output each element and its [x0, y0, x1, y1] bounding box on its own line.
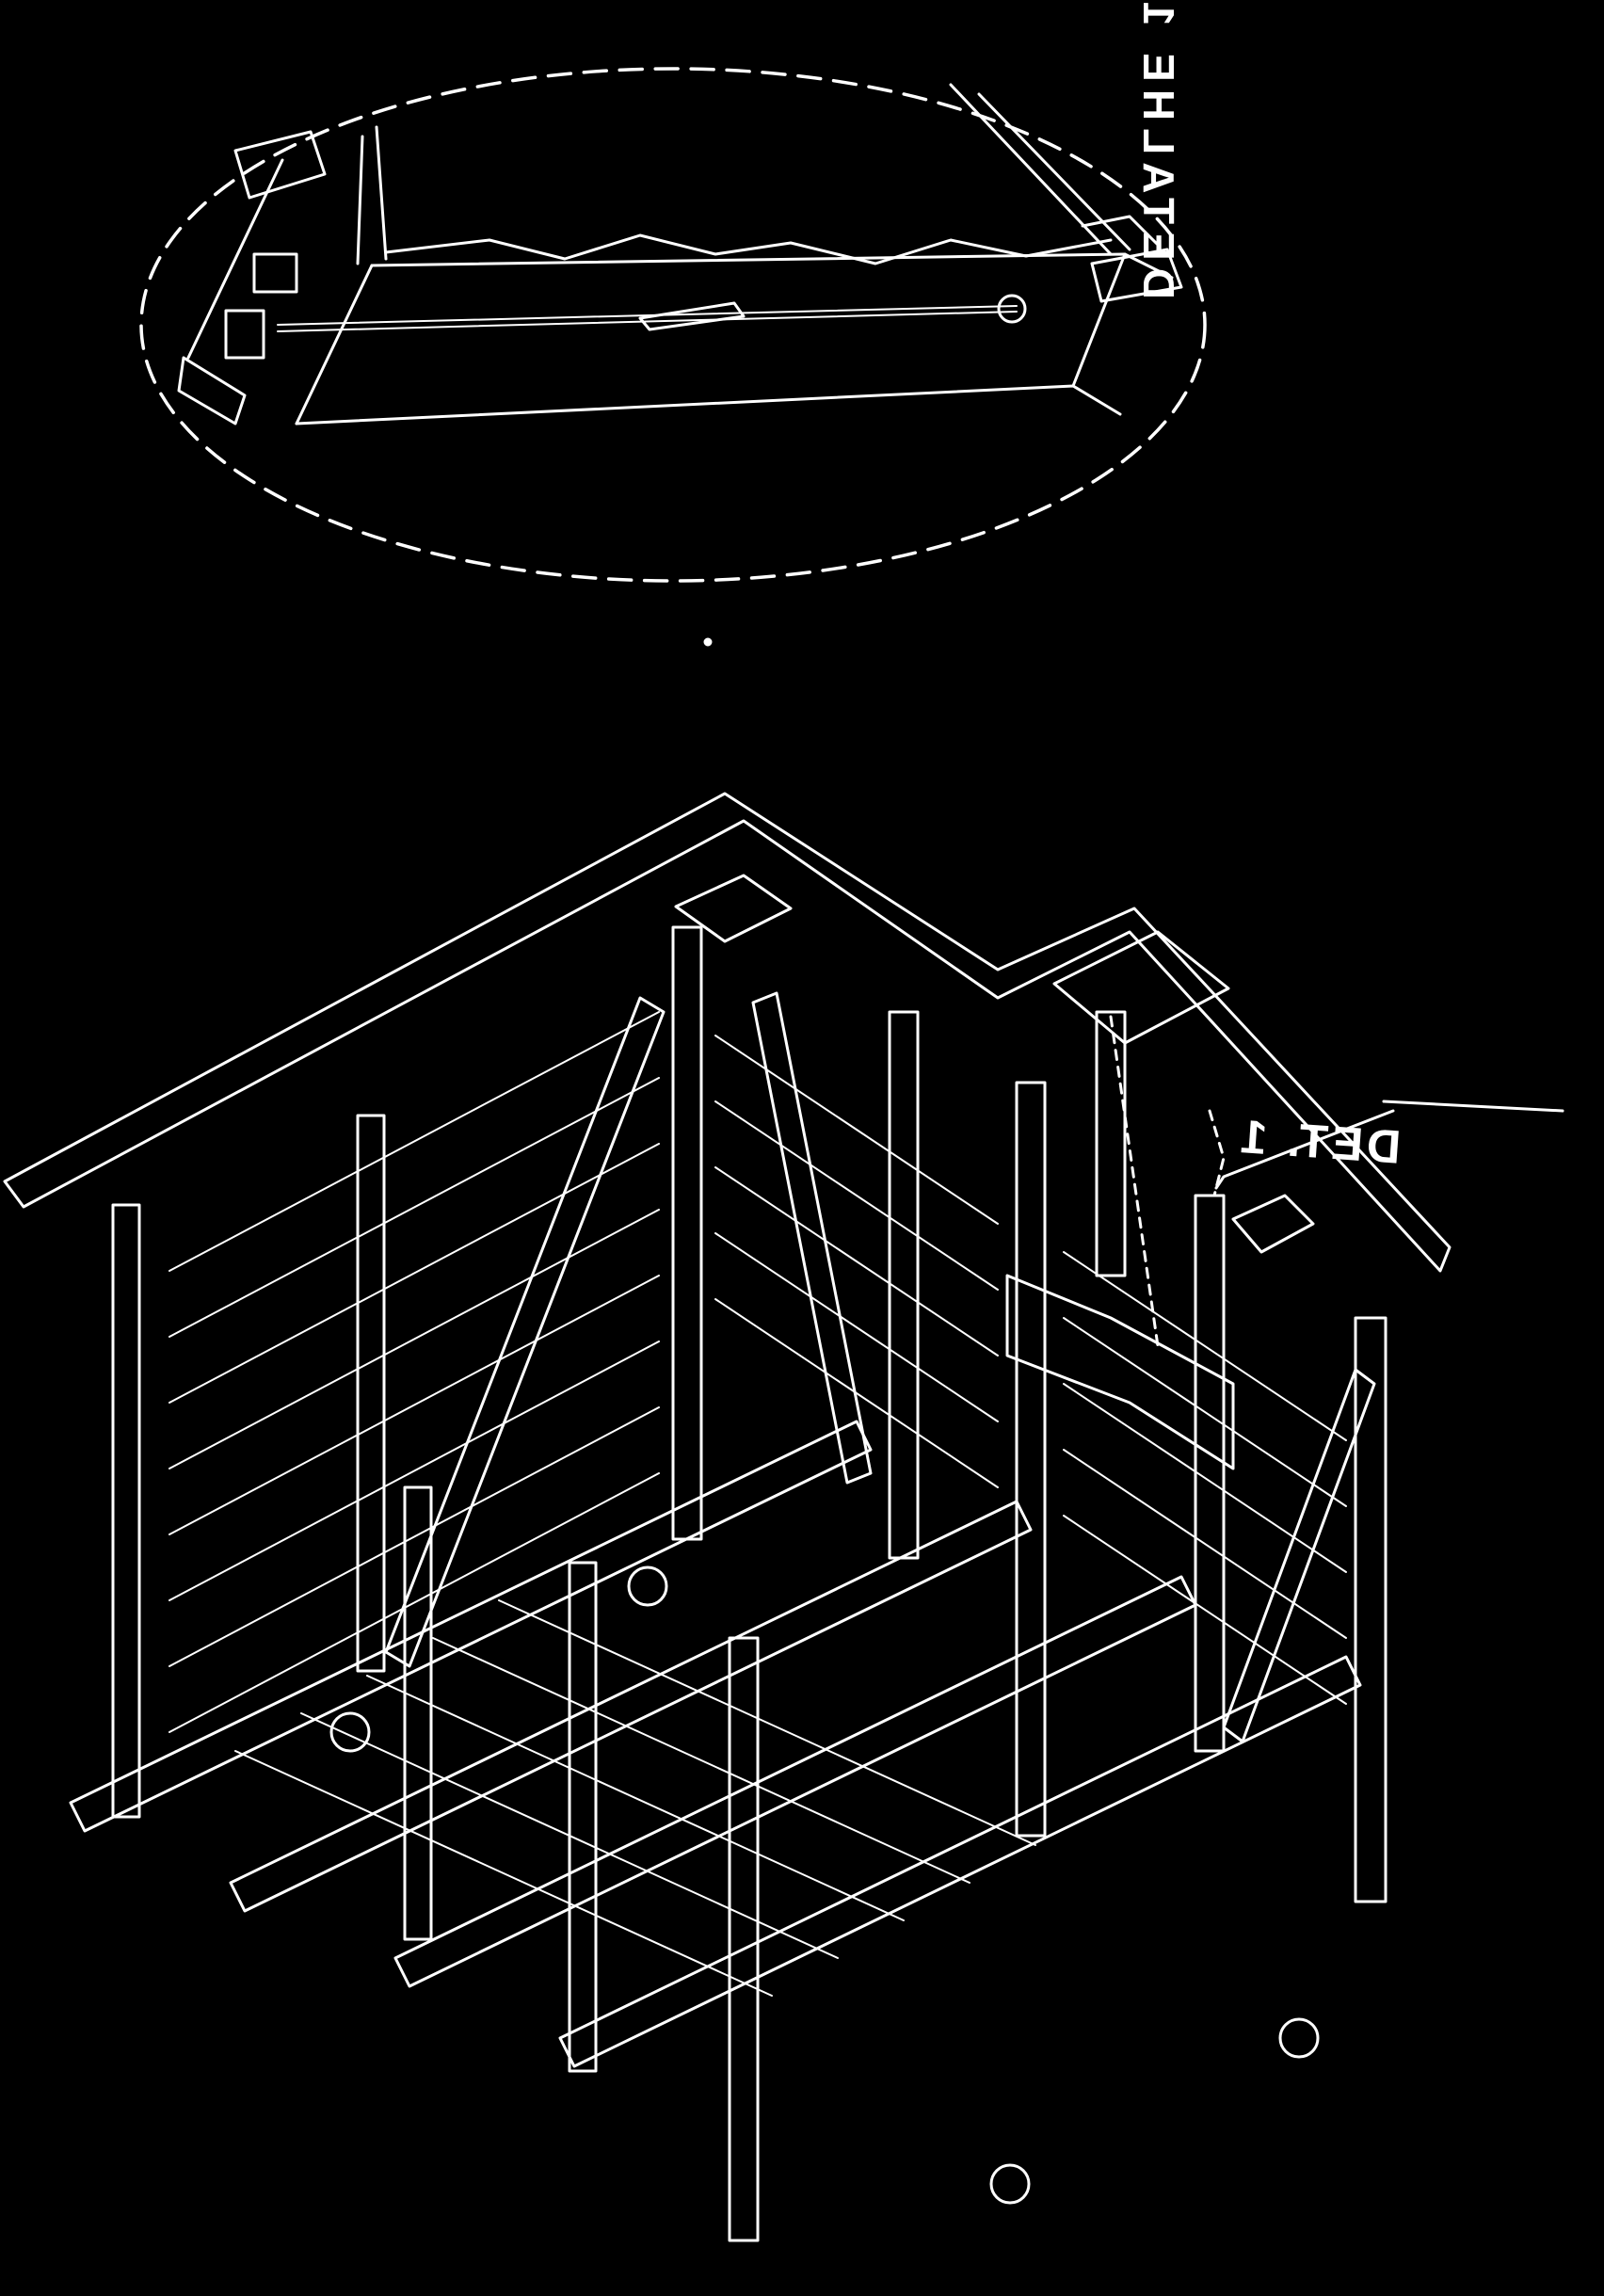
detail-beam-lower [295, 384, 1122, 425]
detail-callout-label: DET. 1 [1235, 1109, 1403, 1174]
detail-inset [139, 67, 1207, 583]
detail-bracket-right [949, 83, 1183, 324]
vertical-posts [111, 925, 1387, 2242]
speck [703, 637, 713, 647]
callout-dashed-arc [1208, 1109, 1226, 1197]
deck-slab [3, 792, 1452, 1273]
caster-wheels [329, 1565, 1320, 2205]
callout-leader [1214, 1109, 1395, 1190]
detail-break-line [384, 233, 1113, 265]
detail-beam [370, 252, 1174, 280]
slab-block [674, 874, 793, 943]
wall-panel-right [714, 1035, 1347, 1705]
detail-bracket-left [177, 130, 327, 425]
detail-title: DETALHE 1 [1134, 0, 1183, 299]
detail-tie-rod [277, 305, 1018, 326]
diagonal-braces [384, 991, 1376, 1743]
detail-turnbuckle [638, 301, 746, 331]
main-assembly [3, 792, 1564, 2242]
floor-planks [234, 1599, 1036, 1997]
tie-bracket-assembly [1005, 1010, 1235, 1470]
wall-panel-left [168, 1011, 660, 1733]
detail-ellipse [139, 67, 1207, 583]
